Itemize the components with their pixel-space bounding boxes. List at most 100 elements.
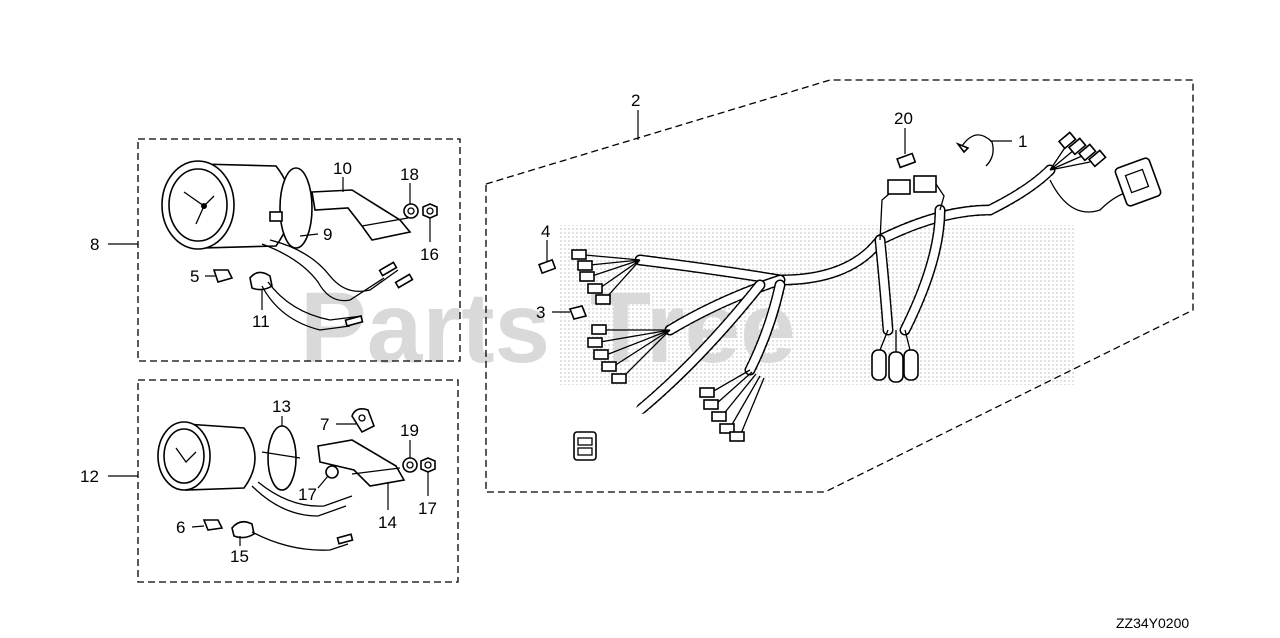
terminal-1b	[577, 260, 593, 271]
terminal-1d	[587, 283, 603, 294]
callout-2: 2	[631, 91, 640, 110]
bulb-6	[202, 519, 224, 531]
terminal-2b	[587, 337, 603, 348]
coupler-face	[1124, 168, 1150, 194]
terminal-3c	[711, 411, 727, 422]
hour-meter-wire-a	[251, 485, 347, 517]
callout-17-left: 17	[298, 485, 317, 504]
wire-harness-box	[485, 79, 1194, 493]
callout-11: 11	[252, 312, 270, 331]
tachometer-assembly	[161, 160, 438, 331]
terminal-3b	[703, 399, 719, 410]
harness-branch-b-core	[746, 281, 784, 374]
hour-meter-ring	[267, 425, 297, 491]
callout-16: 16	[420, 245, 439, 264]
nut-19-hole	[406, 461, 414, 469]
meter-bracket	[311, 189, 412, 241]
terminal-1c	[579, 271, 595, 282]
leader-lines	[108, 110, 1012, 546]
group-boxes	[137, 79, 1194, 583]
callout-8: 8	[90, 235, 99, 254]
terminal-2d	[601, 361, 617, 372]
hour-meter-socket-wire	[251, 531, 349, 551]
hour-meter-face	[163, 428, 205, 484]
connector-fan-bottom	[699, 369, 765, 442]
tachometer-terminal-b	[394, 273, 414, 289]
hour-meter-wire-b	[257, 481, 353, 507]
hour-meter-assembly-box	[137, 379, 459, 583]
callout-7: 7	[320, 415, 329, 434]
connector-fan-mid-left	[587, 324, 671, 384]
terminal-2a	[591, 324, 607, 335]
top-connector-a	[887, 179, 911, 195]
connector-double-left	[573, 431, 597, 461]
nut-18	[403, 203, 419, 219]
watermark-dot-texture	[560, 225, 1075, 385]
tachometer-wire-a	[261, 243, 385, 302]
terminal-3a	[699, 387, 715, 398]
callout-20: 20	[894, 109, 913, 128]
right-fan-wires	[1049, 145, 1091, 171]
terminal-r4	[1087, 149, 1107, 168]
connector-right-end	[1049, 131, 1162, 213]
hour-meter-mark	[175, 447, 197, 464]
coupler-body	[1114, 157, 1162, 207]
fan-wires-1	[584, 254, 641, 299]
leader-6	[191, 525, 205, 528]
harness-branch-e-core	[901, 206, 944, 334]
tachometer-assembly-box	[137, 138, 461, 362]
hour-meter-socket-terminal	[336, 533, 354, 545]
watermark: Parts Tree	[300, 225, 1075, 385]
callout-10: 10	[333, 159, 352, 178]
double-connector-body	[573, 431, 597, 461]
terminal-3d	[719, 423, 735, 434]
hour-meter-assembly	[157, 408, 436, 551]
callout-6: 6	[176, 518, 185, 537]
tachometer-hub	[201, 203, 207, 209]
terminal-r2	[1067, 137, 1087, 156]
terminal-r1	[1057, 131, 1077, 150]
hour-meter-socket	[231, 520, 255, 539]
loop-terminal-b	[888, 351, 904, 383]
bulb-socket	[249, 271, 273, 291]
terminal-1a	[571, 249, 587, 260]
callout-4: 4	[541, 222, 550, 241]
top-connector-b	[913, 175, 937, 193]
terminal-2c	[593, 349, 609, 360]
terminal-3e	[729, 431, 745, 442]
top-wire-b	[935, 183, 945, 211]
callout-15: 15	[230, 547, 249, 566]
hour-meter-stud	[261, 451, 301, 459]
loop-wires	[879, 329, 911, 352]
tachometer-face	[168, 168, 228, 242]
callout-3: 3	[536, 303, 545, 322]
callout-9: 9	[323, 225, 332, 244]
pin-20	[896, 152, 917, 169]
tachometer-wire-b	[269, 239, 399, 293]
callout-18: 18	[400, 165, 419, 184]
terminal-2e	[611, 373, 627, 384]
callout-14: 14	[378, 513, 397, 532]
meter-bracket-edge	[361, 217, 409, 227]
nut-17-right-hole	[424, 461, 432, 469]
coupler-wire	[1049, 179, 1129, 213]
harness-branch-c-core	[636, 281, 764, 414]
harness-branch-d-core	[876, 236, 892, 334]
terminal-1e	[595, 294, 611, 305]
nut-16-hole	[426, 207, 434, 215]
tachometer-rear-ring	[279, 167, 313, 249]
fan-wires-3	[711, 369, 765, 437]
hour-meter-bracket-edge	[351, 467, 401, 475]
leader-17a	[317, 475, 329, 489]
tachometer-terminal-a	[378, 261, 398, 277]
clamp-7-hole	[358, 414, 366, 422]
grommet-3	[568, 305, 588, 320]
nut-18-hole	[407, 207, 415, 215]
tachometer-stud	[269, 211, 283, 222]
terminal-r3	[1077, 143, 1097, 162]
loop-terminal-a	[871, 349, 887, 381]
nut-17-left	[325, 465, 339, 479]
socket-wire-b	[267, 281, 363, 321]
nut-19	[402, 457, 418, 473]
